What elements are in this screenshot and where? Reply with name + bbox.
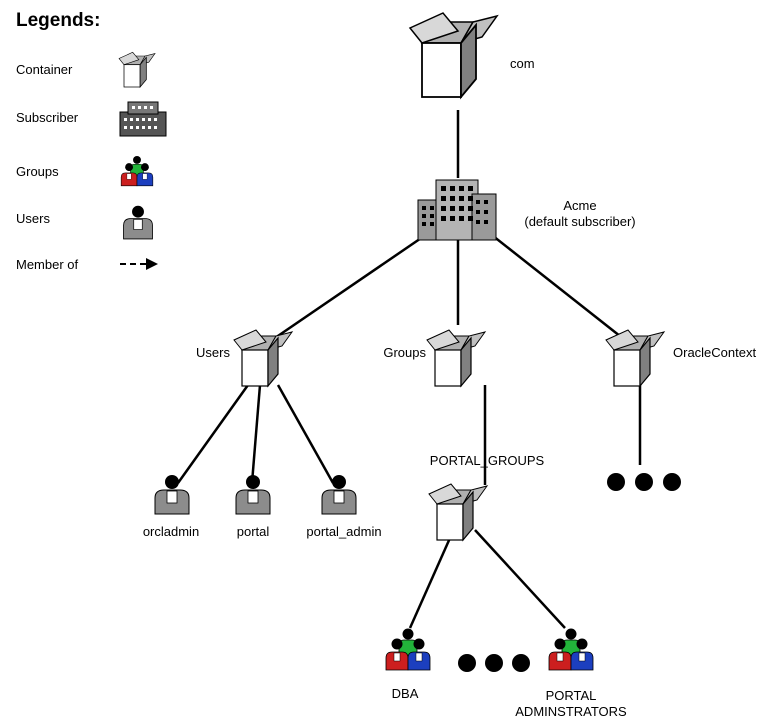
node-label-portal-admin: portal_admin [306, 524, 382, 539]
legend-title: Legends: [16, 10, 101, 31]
oraclecontext-more-dots [607, 473, 681, 491]
portal-groups-container-icon [428, 483, 488, 541]
node-label-portal-administrators-line2: ADMINSTRATORS [515, 704, 627, 719]
legend-label-container: Container [16, 62, 73, 77]
node-label-orcladmin: orcladmin [142, 524, 200, 539]
orcladmin-user-icon [154, 474, 190, 515]
portal-user-icon [235, 474, 271, 515]
node-label-com: com [510, 56, 535, 71]
node-label-acme: Acme [563, 198, 597, 213]
legend-label-member-of: Member of [16, 257, 79, 272]
dba-group-icon [385, 628, 431, 671]
legend-label-users: Users [16, 211, 50, 226]
acme-subscriber-icon [417, 179, 497, 241]
connector-lines [176, 110, 642, 629]
users-container-icon [233, 329, 293, 387]
legend-label-groups: Groups [16, 164, 59, 179]
com-container-icon [409, 12, 498, 98]
node-label-dba: DBA [391, 686, 419, 701]
oraclecontext-container-icon [605, 329, 665, 387]
groups-more-dots [458, 654, 530, 672]
portal-admin-user-icon [321, 474, 357, 515]
portal-administrators-group-icon [548, 628, 594, 671]
node-label-users: Users [196, 345, 230, 360]
legend-user-icon [123, 205, 153, 240]
legend-subscriber-icon [119, 101, 167, 137]
node-label-portal-groups: PORTAL_GROUPS [429, 453, 545, 468]
node-label-portal-administrators-line1: PORTAL [545, 688, 597, 703]
node-label-acme-note: (default subscriber) [524, 214, 636, 229]
legend-label-subscriber: Subscriber [16, 110, 79, 125]
legend-groups-icon [120, 155, 154, 187]
groups-container-icon [426, 329, 486, 387]
node-label-portal: portal [236, 524, 270, 539]
node-label-groups: Groups [383, 345, 426, 360]
legend-container-icon [118, 51, 156, 88]
node-label-oraclecontext: OracleContext [673, 345, 757, 360]
legend-member-of-dashed-arrow-icon [120, 258, 158, 270]
